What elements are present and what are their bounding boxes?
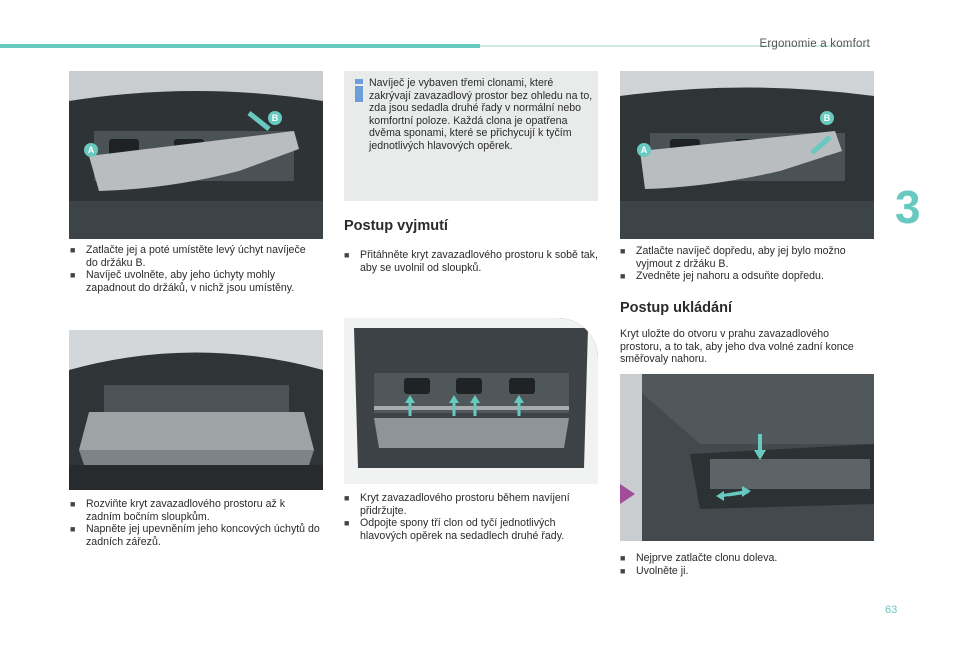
heading-removal: Postup vyjmutí xyxy=(344,218,448,234)
figure-roller-removal-illustration: B A xyxy=(620,71,874,239)
bullet-item: ■Rozviňte kryt zavazadlového prostoru až… xyxy=(70,498,286,523)
figure-cover-unrolled xyxy=(69,330,323,490)
bullet-item: ■Zatlačte jej a poté umístěte levý úchyt… xyxy=(70,244,306,269)
info-icon xyxy=(352,79,366,103)
figure-roller-removal: B A xyxy=(620,71,874,239)
bullet-item: ■Navíječ uvolněte, aby jeho úchyty mohly… xyxy=(70,269,295,294)
info-text: Navíječ je vybaven třemi clonami, které … xyxy=(369,77,593,152)
bullet-item: ■Napněte jej upevněním jeho koncových úc… xyxy=(70,523,320,548)
col3-bottom-bullets: ■Nejprve zatlačte clonu doleva. ■Uvolnět… xyxy=(620,552,874,577)
bullet-item: ■Zvedněte jej nahoru a odsuňte dopředu. xyxy=(620,270,824,283)
figure-storage-slot-illustration xyxy=(620,374,874,541)
figure-headrest-clips xyxy=(344,318,598,484)
info-box: Navíječ je vybaven třemi clonami, které … xyxy=(344,71,598,201)
chapter-number: 3 xyxy=(895,181,921,233)
col1-bottom-bullets: ■Rozviňte kryt zavazadlového prostoru až… xyxy=(70,498,320,548)
page-number: 63 xyxy=(885,604,898,616)
bullet-item: ■Nejprve zatlačte clonu doleva. xyxy=(620,552,778,564)
figure-label-a: A xyxy=(641,145,648,155)
figure-label-b: B xyxy=(824,113,831,123)
figure-storage-slot xyxy=(620,374,874,541)
section-title: Ergonomie a komfort xyxy=(759,38,870,50)
bullet-item: ■Přitáhněte kryt zavazadlového prostoru … xyxy=(344,249,598,274)
bullet-item: ■Zatlačte navíječ dopředu, aby jej bylo … xyxy=(620,245,846,270)
heading-storage: Postup ukládání xyxy=(620,300,732,316)
col3-top-bullets: ■Zatlačte navíječ dopředu, aby jej bylo … xyxy=(620,245,874,283)
storage-paragraph: Kryt uložte do otvoru v prahu zavazadlov… xyxy=(620,328,854,366)
header-accent-bar xyxy=(0,44,480,48)
col2-top-bullets: ■Přitáhněte kryt zavazadlového prostoru … xyxy=(344,249,598,274)
figure-cover-holder-b: B A xyxy=(69,71,323,239)
figure-label-a: A xyxy=(88,145,95,155)
figure-headrest-clips-illustration xyxy=(344,318,598,484)
figure-cover-holder-b-illustration: B A xyxy=(69,71,323,239)
bullet-item: ■Kryt zavazadlového prostoru během navíj… xyxy=(344,492,570,517)
bullet-item: ■Uvolněte ji. xyxy=(620,564,689,577)
figure-cover-unrolled-illustration xyxy=(69,330,323,490)
col2-bottom-bullets: ■Kryt zavazadlového prostoru během navíj… xyxy=(344,492,598,542)
col1-top-bullets: ■Zatlačte jej a poté umístěte levý úchyt… xyxy=(70,244,320,294)
header-rule xyxy=(480,45,870,47)
figure-label-b: B xyxy=(272,113,279,123)
bullet-item: ■Odpojte spony tří clon od tyčí jednotli… xyxy=(344,517,565,542)
